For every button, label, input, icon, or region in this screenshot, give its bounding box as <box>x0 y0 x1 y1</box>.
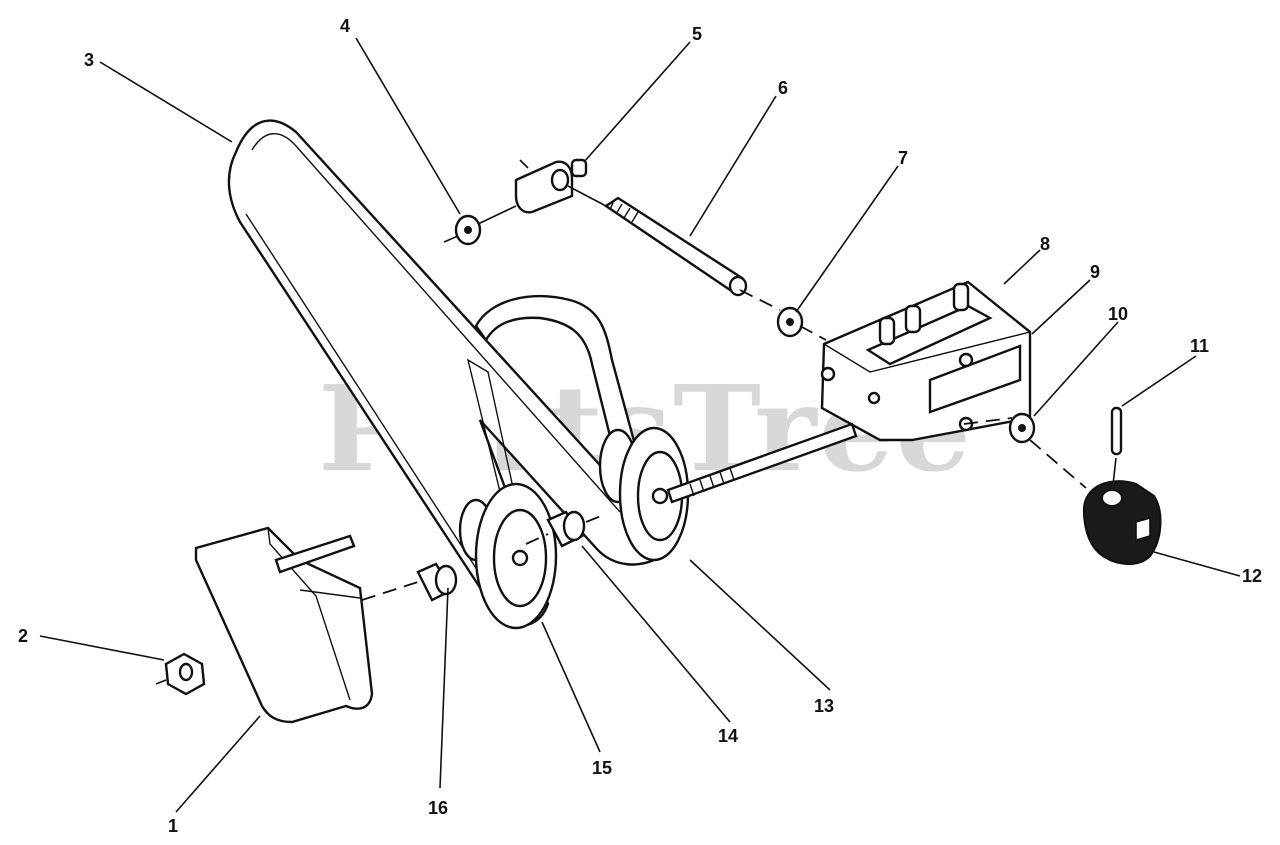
callout-labels: 1 2 3 4 5 6 7 8 9 10 11 12 13 14 15 16 <box>18 16 1262 836</box>
callout-7: 7 <box>898 148 908 168</box>
callout-14: 14 <box>718 726 738 746</box>
part-14-spacer[interactable] <box>525 510 607 548</box>
callout-9: 9 <box>1090 262 1100 282</box>
callout-15: 15 <box>592 758 612 778</box>
callout-6: 6 <box>778 78 788 98</box>
callout-5: 5 <box>692 24 702 44</box>
part-7-washer[interactable] <box>739 289 827 341</box>
callout-4: 4 <box>340 16 350 36</box>
part-8-bracket-housing[interactable] <box>820 280 1032 442</box>
part-13-idler-pulley[interactable] <box>598 422 858 562</box>
part-5-pivot-block[interactable] <box>514 158 588 214</box>
callout-8: 8 <box>1040 234 1050 254</box>
part-16-bushing[interactable] <box>361 562 458 602</box>
callout-2: 2 <box>18 626 28 646</box>
callout-13: 13 <box>814 696 834 716</box>
part-3-drive-belt[interactable] <box>227 119 670 627</box>
part-6-adjuster-rod[interactable] <box>567 185 748 297</box>
part-10-washer[interactable] <box>963 412 1087 489</box>
part-1-belt-guard[interactable] <box>194 526 374 724</box>
leader-lines <box>39 37 1241 813</box>
callout-11: 11 <box>1190 336 1209 356</box>
part-2-hex-nut[interactable] <box>155 652 206 696</box>
callout-1: 1 <box>168 816 178 836</box>
callout-12: 12 <box>1242 566 1262 586</box>
part-15-drive-pulley[interactable] <box>458 482 558 630</box>
part-4-clip[interactable] <box>443 205 517 246</box>
callout-10: 10 <box>1108 304 1128 324</box>
callout-16: 16 <box>428 798 448 818</box>
callout-3: 3 <box>84 50 94 70</box>
part-12-adjustment-knob[interactable] <box>1082 480 1162 565</box>
